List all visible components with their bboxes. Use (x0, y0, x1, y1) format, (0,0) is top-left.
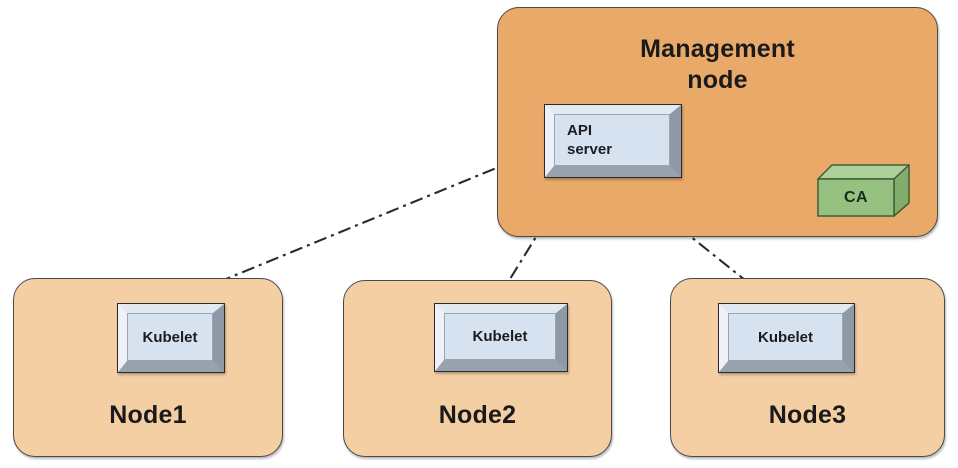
management-node-title-line2: node (687, 66, 748, 94)
node-1-title: Node1 (109, 401, 187, 429)
ca-box-shape (817, 164, 910, 217)
kubelet-1-bevel-frame (118, 304, 224, 372)
api-server-bevel-frame (545, 105, 681, 177)
api-server-face: API server (554, 114, 670, 166)
kubelet-3-face: Kubelet (728, 313, 843, 361)
management-node-title: Management node (498, 34, 937, 96)
management-node-title-line1: Management (640, 35, 795, 63)
kubelet-2-bevel-frame (435, 304, 567, 371)
ca-box[interactable]: CA (816, 163, 912, 218)
kubelet-box-3[interactable]: Kubelet (718, 303, 855, 373)
kubelet-1-label: Kubelet (142, 328, 198, 346)
api-server-box[interactable]: API server (544, 104, 682, 178)
api-server-label-line1: API (567, 122, 593, 139)
node-3-title: Node3 (768, 401, 847, 429)
kubelet-1-face: Kubelet (127, 313, 213, 361)
api-server-label: API server (555, 121, 612, 159)
node-2-title: Node2 (438, 401, 517, 429)
ca-label: CA (844, 189, 868, 206)
kubelet-2-label: Kubelet (472, 328, 528, 345)
kubelet-box-1[interactable]: Kubelet (117, 303, 225, 373)
kubelet-2-face: Kubelet (444, 313, 556, 360)
api-server-label-line2: server (567, 141, 613, 158)
kubelet-3-bevel-frame (719, 304, 854, 372)
kubelet-3-label: Kubelet (757, 328, 813, 346)
kubelet-box-2[interactable]: Kubelet (434, 303, 568, 372)
